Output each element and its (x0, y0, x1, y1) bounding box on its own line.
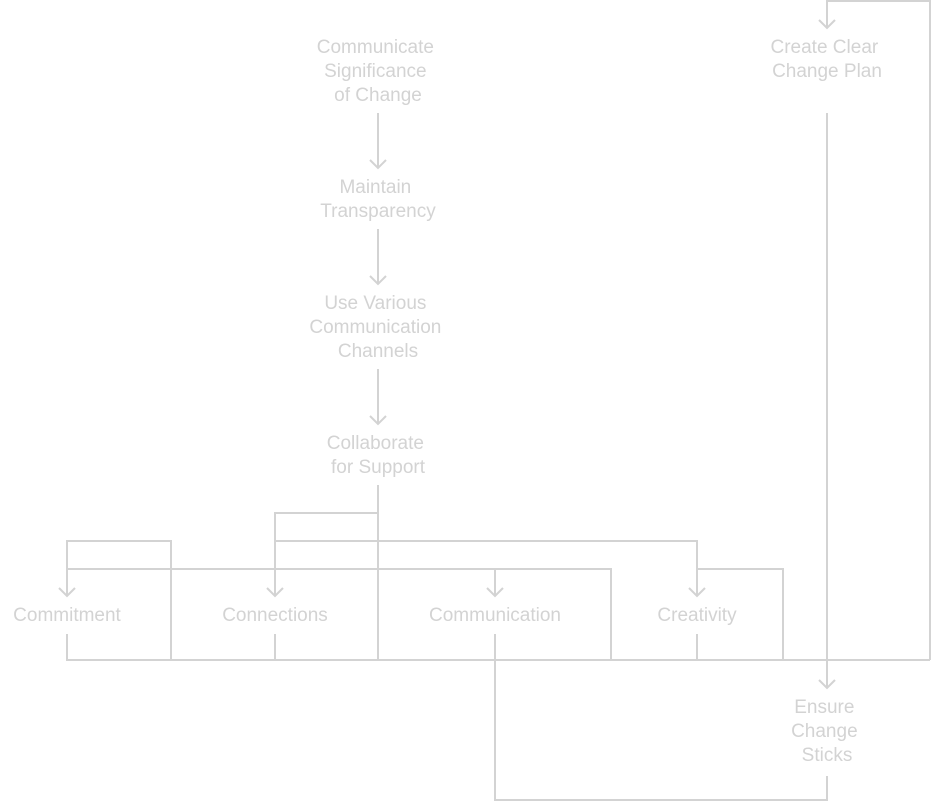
arrowhead-ensure-sticks (818, 679, 836, 690)
node-create-clear-change-plan: Create Clear Change Plan (771, 37, 884, 82)
node-ensure-change-sticks: Ensure Change Sticks (791, 697, 863, 766)
node-communicate-significance: Communicate Significance of Change (317, 37, 440, 106)
connectors (66, 0, 931, 801)
node-communication: Communication (429, 605, 561, 626)
arrowheads (58, 19, 836, 690)
edge-ensure-to-plan (826, 0, 931, 660)
edge-collaborate-to-connections (274, 485, 379, 596)
arrowhead-communication (486, 587, 504, 598)
edge-collaborate-to-creativity (275, 540, 698, 596)
arrowhead-transparency (369, 159, 387, 170)
node-creativity: Creativity (657, 605, 737, 626)
arrowhead-commitment (58, 587, 76, 598)
arrowhead-collaborate (369, 415, 387, 426)
arrowhead-connections (266, 587, 284, 598)
node-collaborate-for-support: Collaborate for Support (327, 433, 429, 478)
node-connections: Connections (222, 605, 328, 626)
edge-creativity-loop (697, 568, 784, 660)
edge-bottom-bus (66, 634, 930, 661)
edge-bus-to-611 (495, 568, 612, 660)
edge-commitment-loop (66, 540, 172, 660)
arrowhead-creativity (688, 587, 706, 598)
node-commitment: Commitment (13, 605, 121, 626)
node-labels: Communicate Significance of Change Maint… (13, 37, 884, 766)
node-maintain-transparency: Maintain Transparency (320, 177, 436, 222)
arrowhead-create-plan (818, 19, 836, 30)
edge-commitment-to-communication (67, 568, 496, 596)
node-use-various-channels: Use Various Communication Channels (309, 293, 446, 362)
edge-communication-to-ensure (494, 634, 828, 801)
arrowhead-channels (369, 275, 387, 286)
